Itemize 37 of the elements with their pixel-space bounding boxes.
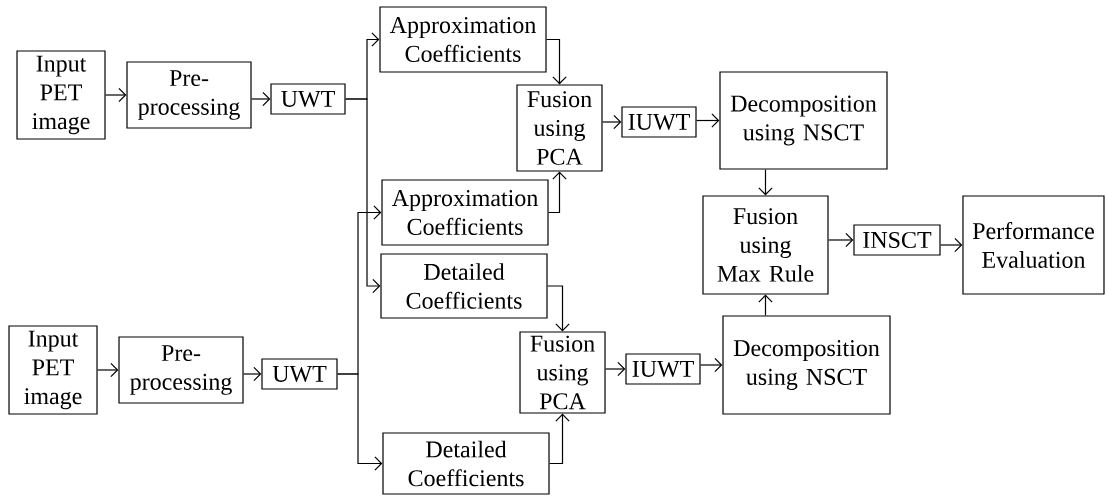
arrow [696, 113, 720, 128]
process-box: Input PET image [8, 325, 98, 415]
arrow [700, 357, 723, 373]
process-box: Performance Evaluation [962, 195, 1105, 295]
process-box: Input PET image [16, 50, 106, 140]
process-box: Decomposition using NSCT [722, 315, 891, 415]
process-box: Decomposition using NSCT [719, 71, 888, 170]
process-box: Approximation Coefficients [379, 6, 547, 73]
arrow [828, 232, 854, 248]
arrow [758, 294, 773, 316]
process-box: Detailed Coefficients [380, 253, 548, 319]
process-box: Fusion using PCA [519, 331, 606, 414]
arrow [546, 38, 567, 85]
process-box: INSCT [853, 224, 941, 256]
process-box: UWT [270, 83, 346, 115]
arrow [605, 361, 626, 377]
arrow [549, 413, 570, 465]
process-box: Detailed Coefficients [382, 432, 550, 495]
arrow [547, 285, 570, 332]
process-box: Pre-processing [126, 61, 252, 129]
arrow [548, 171, 567, 214]
process-box: Approximation Coefficients [381, 179, 549, 246]
arrow [345, 98, 381, 294]
arrow [251, 91, 271, 107]
process-box: Fusion using Max Rule [702, 195, 829, 295]
arrow [940, 237, 963, 253]
arrow [97, 362, 119, 378]
arrow [337, 373, 383, 471]
process-box: Fusion using PCA [516, 84, 603, 172]
arrow [602, 114, 622, 130]
arrow [243, 366, 262, 382]
process-box: IUWT [621, 106, 697, 138]
process-box: UWT [261, 358, 338, 390]
process-box: IUWT [625, 353, 701, 385]
arrow [105, 87, 127, 103]
process-box: Pre-processing [118, 336, 244, 404]
arrow [758, 169, 773, 196]
